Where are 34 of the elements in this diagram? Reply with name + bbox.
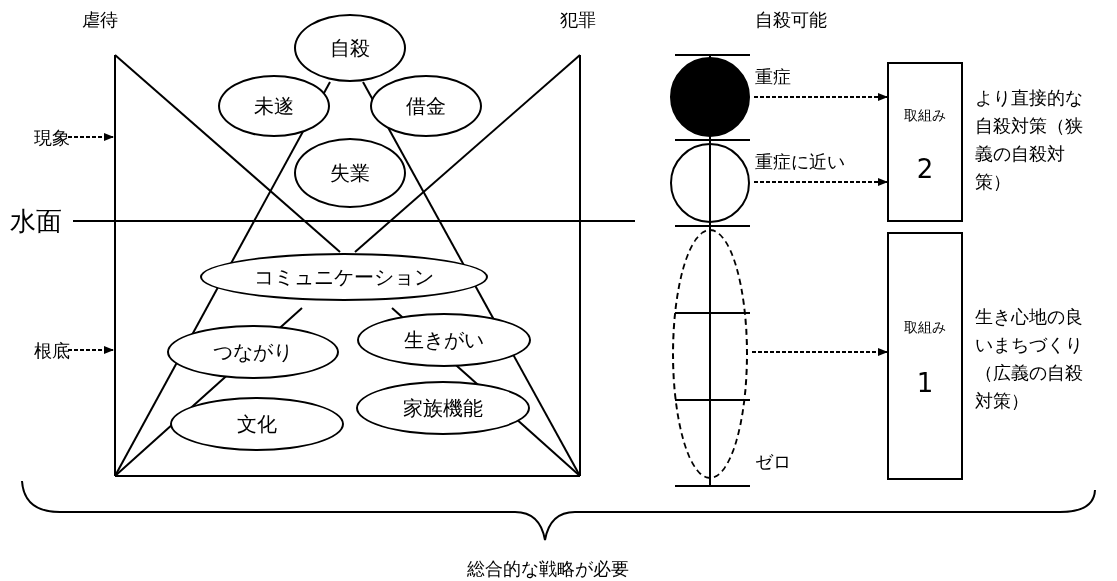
arrow xyxy=(67,133,114,141)
category-label: 虐待 xyxy=(82,9,118,31)
water-surface-label: 水面 xyxy=(10,206,62,236)
measure-box xyxy=(887,62,963,222)
range-ellipse xyxy=(672,229,748,479)
level-label: 重症に近い xyxy=(755,151,845,173)
topic-ellipse: コミュニケーション xyxy=(200,253,488,301)
topic-ellipse: つながり xyxy=(167,325,339,379)
topic-ellipse: 自殺 xyxy=(294,14,406,82)
level-label: ゼロ xyxy=(755,451,791,473)
measure-description: 生き心地の良いまちづくり（広義の自殺対策） xyxy=(975,305,1084,413)
box-heading: 取組み xyxy=(903,318,947,337)
box-heading: 取組み xyxy=(903,106,947,125)
severity-circle xyxy=(670,143,750,223)
category-label: 犯罪 xyxy=(560,9,596,31)
measure-description: より直接的な自殺対策（狭義の自殺対策） xyxy=(975,86,1084,194)
topic-ellipse: 家族機能 xyxy=(356,381,530,435)
arrow xyxy=(751,348,888,356)
box-number: 1 xyxy=(915,368,935,398)
term-label: 根底 xyxy=(32,339,72,363)
scale-label: 自殺可能 xyxy=(755,9,827,31)
level-label: 重症 xyxy=(755,66,791,88)
term-label: 現象 xyxy=(32,126,72,150)
topic-ellipse: 失業 xyxy=(294,138,406,208)
topic-ellipse: 借金 xyxy=(370,75,482,137)
arrow xyxy=(67,346,114,354)
topic-ellipse: 文化 xyxy=(170,397,344,451)
topic-ellipse: 未遂 xyxy=(218,75,330,137)
measure-box xyxy=(887,232,963,480)
arrow xyxy=(753,178,888,186)
box-number: 2 xyxy=(915,154,935,184)
caption-text: 総合的な戦略が必要 xyxy=(467,558,629,580)
topic-ellipse: 生きがい xyxy=(357,313,531,367)
arrow xyxy=(753,93,888,101)
